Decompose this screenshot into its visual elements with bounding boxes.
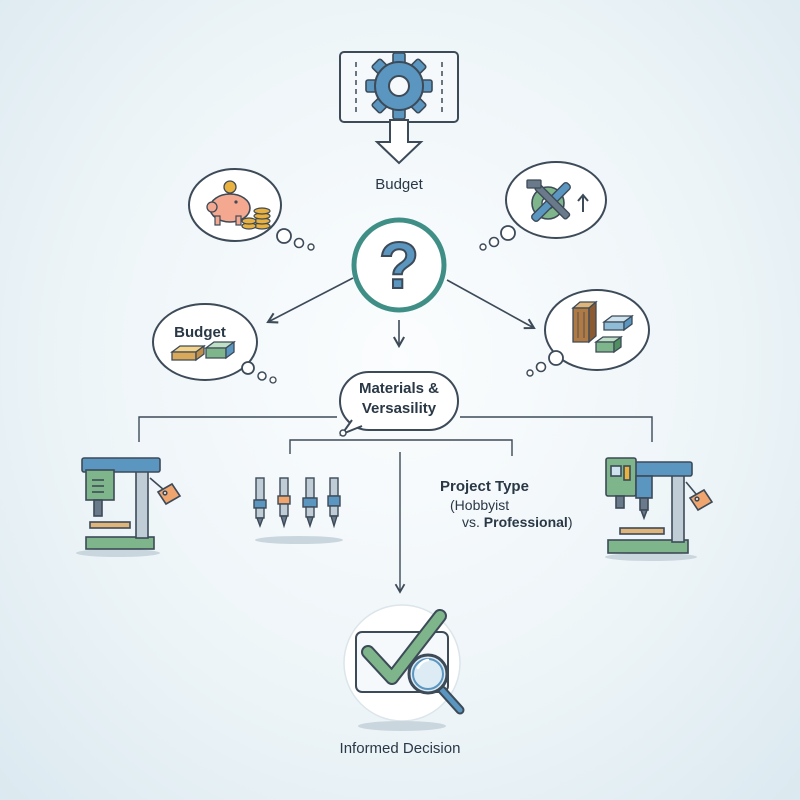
informed-decision-label: Informed Decision	[339, 740, 461, 757]
project-type-professional: Professional	[483, 514, 568, 530]
project-type-title: Project Type	[440, 478, 529, 495]
question-mark-symbol: ?	[378, 227, 420, 303]
branch-lines	[138, 416, 653, 594]
project-type-close-paren: )	[567, 514, 573, 530]
budget-bubble-label: Budget	[174, 324, 226, 341]
materials-bubble	[526, 289, 650, 377]
tools-icon	[526, 179, 589, 222]
materials-label-line2: Versasility	[361, 400, 437, 417]
piggy-bank-bubble	[188, 168, 315, 251]
budget-top-label: Budget	[375, 176, 423, 193]
materials-icon	[571, 300, 634, 354]
magnifier-icon	[407, 653, 465, 715]
coin-stack-icon	[241, 207, 271, 230]
project-type-vs: vs.	[462, 514, 480, 530]
budget-bubble	[152, 303, 277, 384]
drill-bits-icon	[253, 477, 343, 544]
decision-icon	[343, 604, 465, 731]
tools-bubble	[479, 161, 607, 251]
connector-arrows	[266, 277, 536, 349]
project-type-open-paren: (	[450, 497, 455, 513]
project-type-line1: (Hobbyist	[450, 497, 509, 513]
materials-label-line1: Materials &	[358, 380, 440, 397]
materials-speech-bubble	[339, 371, 459, 437]
piggy-bank-icon	[206, 180, 251, 226]
question-mark-icon	[351, 217, 447, 313]
drill-press-icon	[76, 457, 182, 557]
project-type-hobbyist: Hobbyist	[454, 497, 510, 513]
down-arrow-shape	[374, 119, 424, 165]
material-blocks-icon	[170, 340, 236, 362]
project-type-line2: vs. Professional)	[462, 514, 572, 530]
gear-icon	[339, 51, 459, 123]
drill-press-icon	[605, 457, 714, 561]
